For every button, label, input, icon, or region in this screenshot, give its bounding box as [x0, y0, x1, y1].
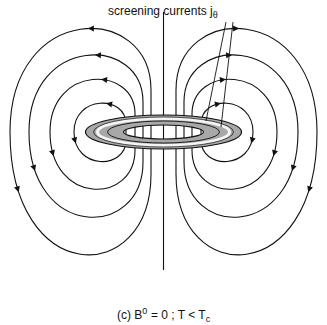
field-arrowhead — [220, 77, 226, 83]
field-arrowhead — [49, 150, 55, 157]
leader-line — [221, 22, 233, 127]
label-row: screening currents jθ — [108, 4, 218, 22]
field-arrowhead — [30, 164, 36, 171]
field-arrowhead — [233, 25, 239, 31]
field-arrowhead — [272, 150, 278, 157]
current-band — [98, 119, 230, 146]
field-arrowhead — [71, 137, 77, 144]
field-arrowhead — [214, 102, 220, 108]
screening-current-loop — [108, 121, 220, 143]
superconducting-ring — [86, 115, 242, 149]
caption-text: 0 — [142, 306, 147, 316]
field-arrowhead — [95, 52, 101, 58]
field-arrowhead — [250, 137, 256, 144]
callout-label: screening currents j — [108, 4, 213, 18]
caption-text: c — [206, 314, 211, 324]
field-arrowhead — [101, 77, 107, 83]
field-arrowhead — [106, 102, 112, 108]
caption-row: (c) B0 = 0 ; T < Tc — [117, 304, 210, 325]
callout-label: θ — [213, 10, 218, 20]
caption-text: (c) B — [117, 308, 142, 322]
field-arrowhead — [14, 186, 20, 193]
screening-current-loop — [94, 117, 234, 147]
field-arrowhead — [291, 164, 297, 171]
field-arrows — [14, 25, 313, 192]
caption-text: = 0 ; T < T — [151, 308, 206, 322]
field-arrowhead — [88, 25, 94, 31]
field-arrowhead — [307, 186, 313, 193]
